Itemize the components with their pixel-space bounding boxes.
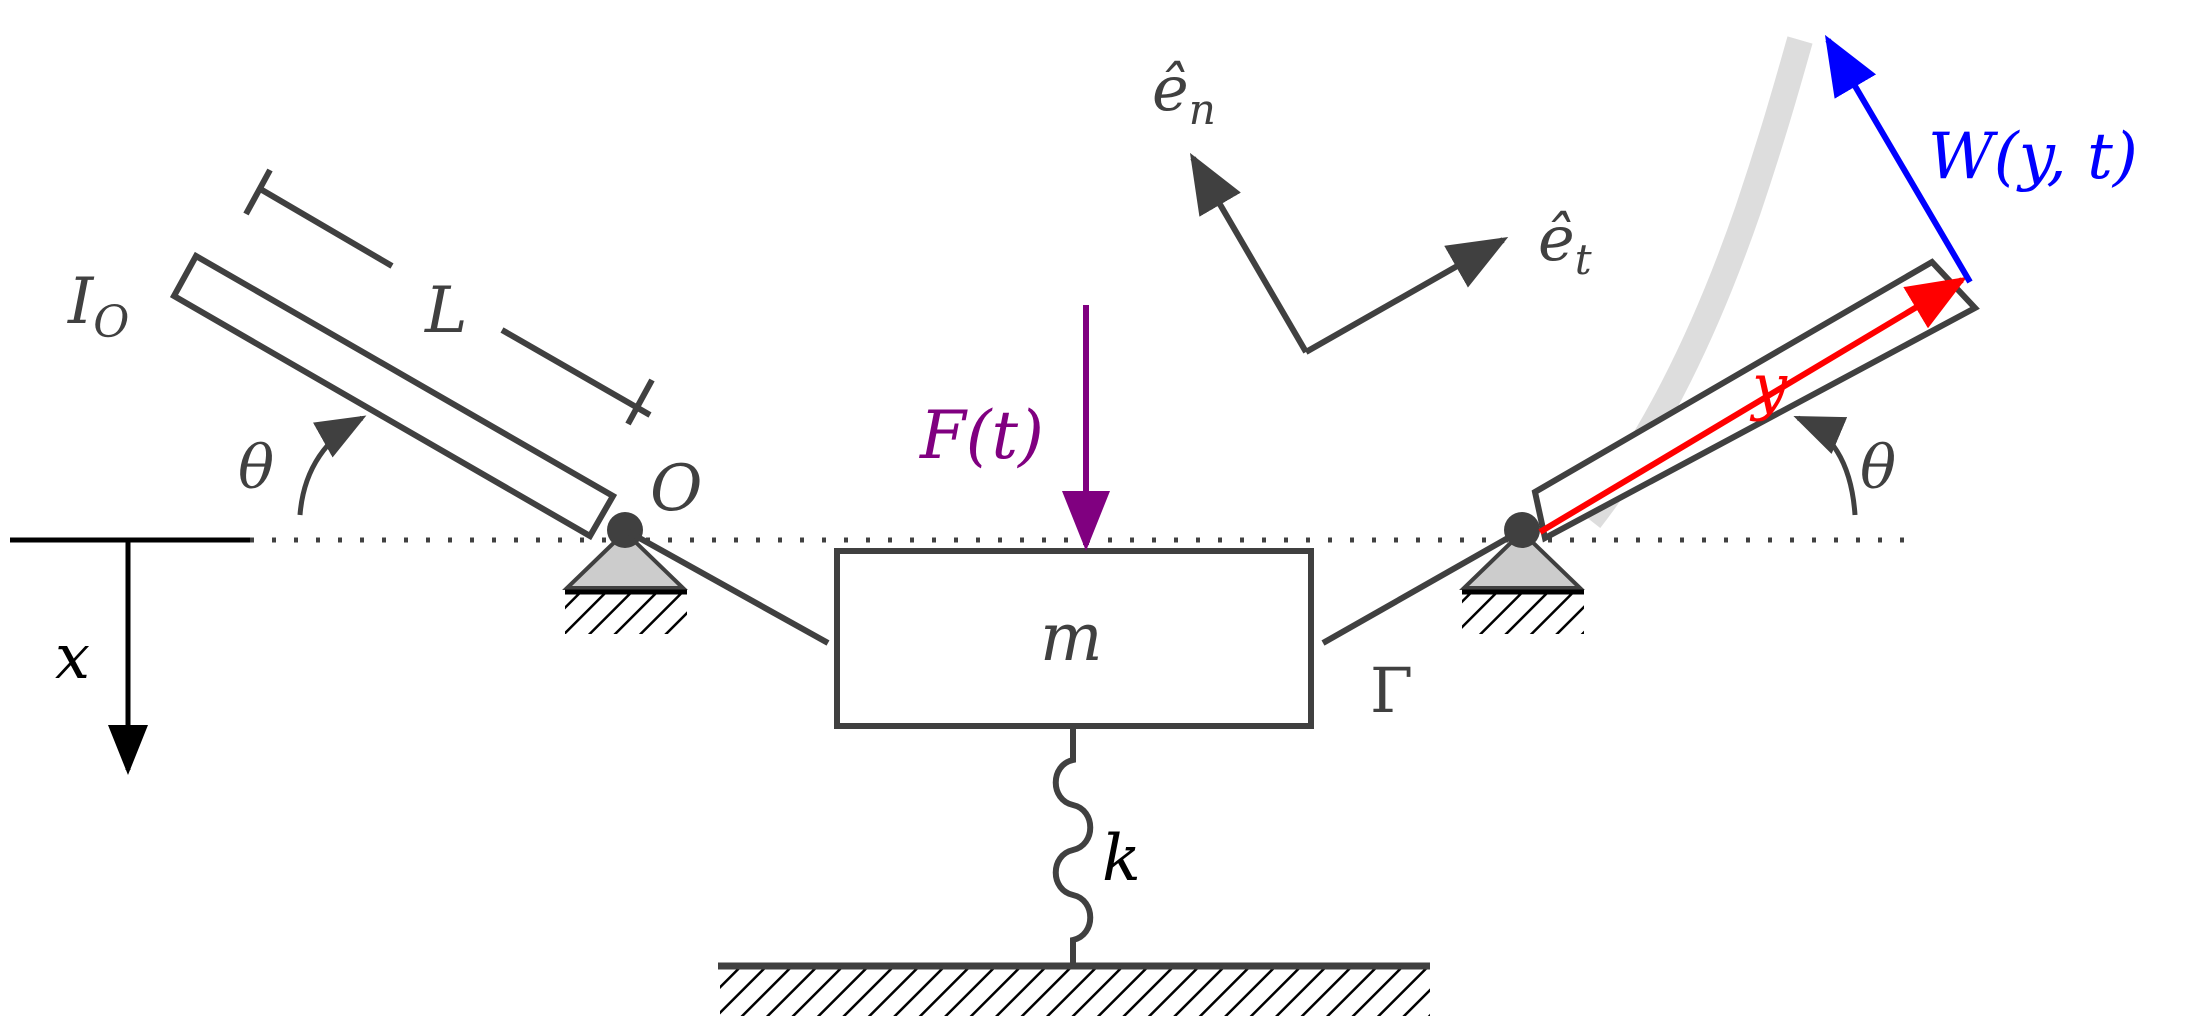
unit-vector-frame [1189,152,1509,355]
x-axis [10,537,250,775]
ground [718,962,1430,1016]
length-dimension [243,168,655,426]
right-link [1321,527,1524,646]
deflection-label: W(y, t) [1928,120,2138,194]
left-support [562,512,688,634]
length-label: L [424,274,468,348]
mass-block [834,548,1314,729]
inertia-label: IO [67,265,129,348]
pivot-label: O [650,452,702,526]
theta-right-arc [1793,415,1858,516]
x-axis-label: x [55,620,90,693]
e-t-label: êt [1538,202,1592,284]
mass-label: m [1040,599,1103,676]
right-pivot-joint [1504,512,1540,548]
e-n-label: ên [1152,52,1216,134]
left-link [623,527,830,646]
left-bar [169,251,618,541]
theta-left-label: θ [238,433,274,503]
theta-left-arc [297,415,367,516]
theta-right-label: θ [1860,433,1896,503]
spring [1052,728,1094,965]
gamma-label: Γ [1370,654,1413,727]
right-support [1459,529,1585,634]
deflection-arrow [1824,34,1973,284]
spring-label: k [1102,822,1141,896]
y-arrow [1538,276,1968,535]
force-label: F(t) [919,397,1044,474]
y-label: y [1749,350,1788,423]
